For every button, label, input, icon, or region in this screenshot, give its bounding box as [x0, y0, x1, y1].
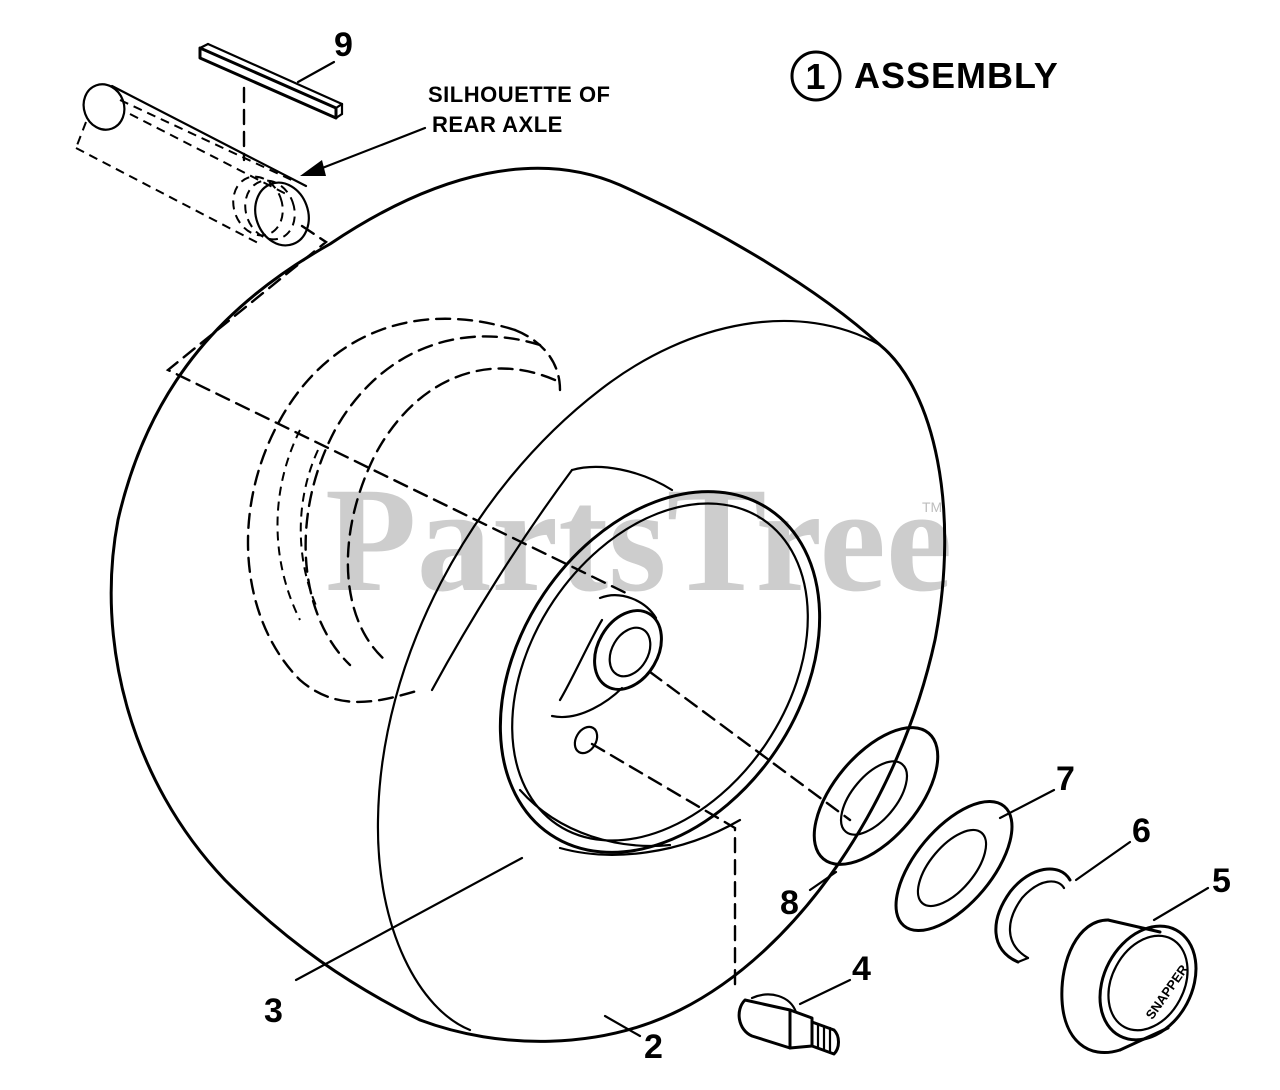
- tire-part-2: [109, 166, 947, 1043]
- washer-part-7: [894, 799, 1014, 933]
- part-number-5: 5: [1212, 862, 1231, 900]
- rear-axle-silhouette: [75, 83, 310, 247]
- part-number-8: 8: [780, 884, 799, 922]
- rear-rim-dashed: [246, 317, 562, 704]
- part-number-4: 4: [852, 950, 871, 988]
- key-part-9: [198, 42, 344, 120]
- callout-line-2: REAR AXLE: [432, 112, 563, 137]
- part-number-7: 7: [1056, 760, 1075, 798]
- callout-arrow: [300, 126, 427, 176]
- watermark-text: PartsTree: [325, 457, 952, 623]
- title-circle-number: 1: [805, 56, 826, 97]
- washer-part-8: [812, 726, 940, 866]
- cap-part-5: SNAPPER: [1060, 918, 1198, 1055]
- part-number-9: 9: [334, 26, 353, 64]
- part-number-2: 2: [644, 1028, 663, 1066]
- assembly-title: 1 ASSEMBLY: [790, 50, 1059, 102]
- rim-part-3: [498, 490, 822, 856]
- title-text: ASSEMBLY: [854, 55, 1059, 96]
- hub-tube: [430, 465, 674, 692]
- leader-lines: [294, 788, 1210, 1038]
- callout-line-1: SILHOUETTE OF: [428, 82, 611, 107]
- part-number-3: 3: [264, 992, 283, 1030]
- watermark-tm: TM: [922, 499, 942, 515]
- title-circle: [790, 50, 842, 102]
- part-number-6: 6: [1132, 812, 1151, 850]
- valve-stem-part-4: [737, 993, 840, 1056]
- retaining-ring-part-6: [994, 867, 1072, 964]
